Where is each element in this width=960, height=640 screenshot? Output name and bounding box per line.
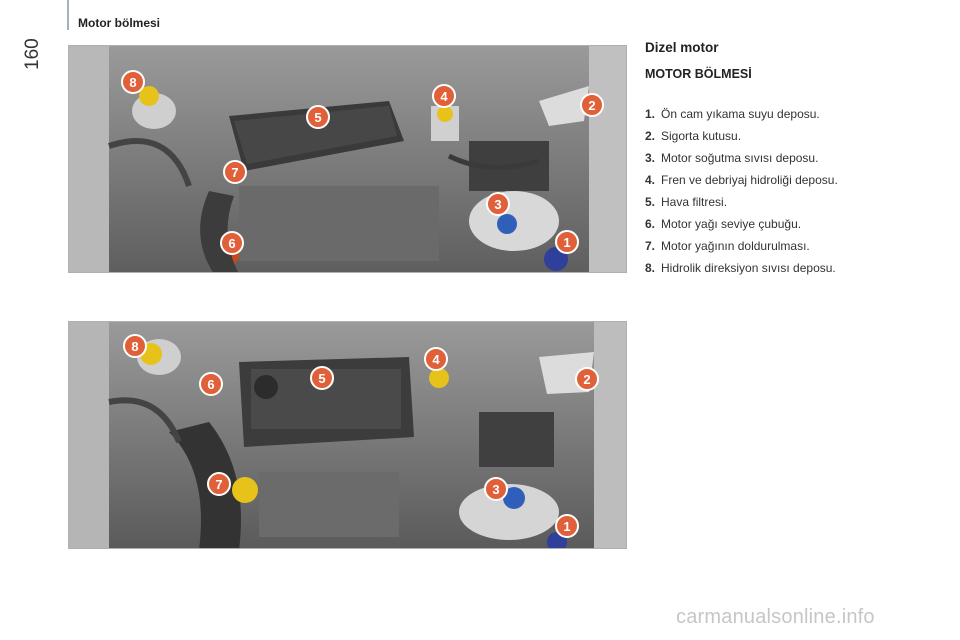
page-number: 160	[22, 38, 43, 70]
legend-item-8: 8. Hidrolik direksiyon sıvısı deposu.	[645, 257, 945, 279]
engine-photo-1: 8 5 4 2 7 3 6 1	[68, 45, 627, 273]
marker-6: 6	[199, 372, 223, 396]
legend-item-4: 4. Fren ve debriyaj hidroliği deposu.	[645, 169, 945, 191]
legend-number: 5.	[645, 195, 656, 209]
marker-3: 3	[484, 477, 508, 501]
marker-6: 6	[220, 231, 244, 255]
svg-text:7: 7	[231, 165, 238, 180]
legend-number: 4.	[645, 173, 656, 187]
legend-item-5: 5. Hava filtresi.	[645, 191, 945, 213]
watermark: carmanualsonline.info	[676, 606, 875, 628]
legend-number: 1.	[645, 107, 656, 121]
svg-text:2: 2	[583, 372, 590, 387]
svg-text:8: 8	[131, 339, 138, 354]
legend-number: 6.	[645, 217, 656, 231]
marker-7: 7	[223, 160, 247, 184]
svg-text:1: 1	[563, 235, 570, 250]
legend-number: 8.	[645, 261, 656, 275]
legend-item-6: 6. Motor yağı seviye çubuğu.	[645, 213, 945, 235]
legend-text: Hava filtresi.	[661, 195, 728, 209]
svg-text:4: 4	[440, 89, 448, 104]
section-title: Motor bölmesi	[78, 16, 161, 30]
marker-2: 2	[580, 93, 604, 117]
legend-list: 1. Ön cam yıkama suyu deposu. 2. Sigorta k…	[645, 103, 945, 279]
svg-text:4: 4	[432, 352, 440, 367]
svg-text:7: 7	[215, 477, 222, 492]
subheading: MOTOR BÖLMESİ	[645, 67, 752, 81]
legend-item-2: 2. Sigorta kutusu.	[645, 125, 945, 147]
legend-number: 2.	[645, 129, 656, 143]
legend-item-7: 7. Motor yağının doldurulması.	[645, 235, 945, 257]
legend-number: 7.	[645, 239, 656, 253]
marker-5: 5	[310, 366, 334, 390]
text-column: Dizel motor MOTOR BÖLMESİ 1. Ön cam yıkam…	[645, 40, 945, 279]
marker-7: 7	[207, 472, 231, 496]
legend-item-3: 3. Motor soğutma sıvısı deposu.	[645, 147, 945, 169]
marker-3: 3	[486, 192, 510, 216]
svg-text:8: 8	[129, 75, 136, 90]
legend-text: Motor yağının doldurulması.	[661, 239, 810, 253]
marker-1: 1	[555, 514, 579, 538]
svg-text:2: 2	[588, 98, 595, 113]
marker-4: 4	[432, 84, 456, 108]
marker-5: 5	[306, 105, 330, 129]
legend-text: Sigorta kutusu.	[661, 129, 742, 143]
marker-8: 8	[121, 70, 145, 94]
svg-text:5: 5	[314, 110, 321, 125]
marker-4: 4	[424, 347, 448, 371]
svg-text:3: 3	[492, 482, 499, 497]
marker-2: 2	[575, 367, 599, 391]
marker-1: 1	[555, 230, 579, 254]
legend-item-1: 1. Ön cam yıkama suyu deposu.	[645, 103, 945, 125]
marker-8: 8	[123, 334, 147, 358]
svg-text:6: 6	[207, 377, 214, 392]
svg-text:3: 3	[494, 197, 501, 212]
legend-text: Hidrolik direksiyon sıvısı deposu.	[661, 261, 836, 275]
legend-text: Motor yağı seviye çubuğu.	[661, 217, 802, 231]
legend-text: Ön cam yıkama suyu deposu.	[661, 107, 820, 121]
section-side-bar	[67, 0, 69, 30]
svg-text:1: 1	[563, 519, 570, 534]
svg-text:5: 5	[318, 371, 325, 386]
legend-text: Motor soğutma sıvısı deposu.	[661, 151, 819, 165]
legend-number: 3.	[645, 151, 656, 165]
svg-text:6: 6	[228, 236, 235, 251]
legend-text: Fren ve debriyaj hidroliği deposu.	[661, 173, 838, 187]
engine-photo-2: 8 6 5 4 2 7 3 1	[68, 321, 627, 549]
heading: Dizel motor	[645, 40, 719, 55]
